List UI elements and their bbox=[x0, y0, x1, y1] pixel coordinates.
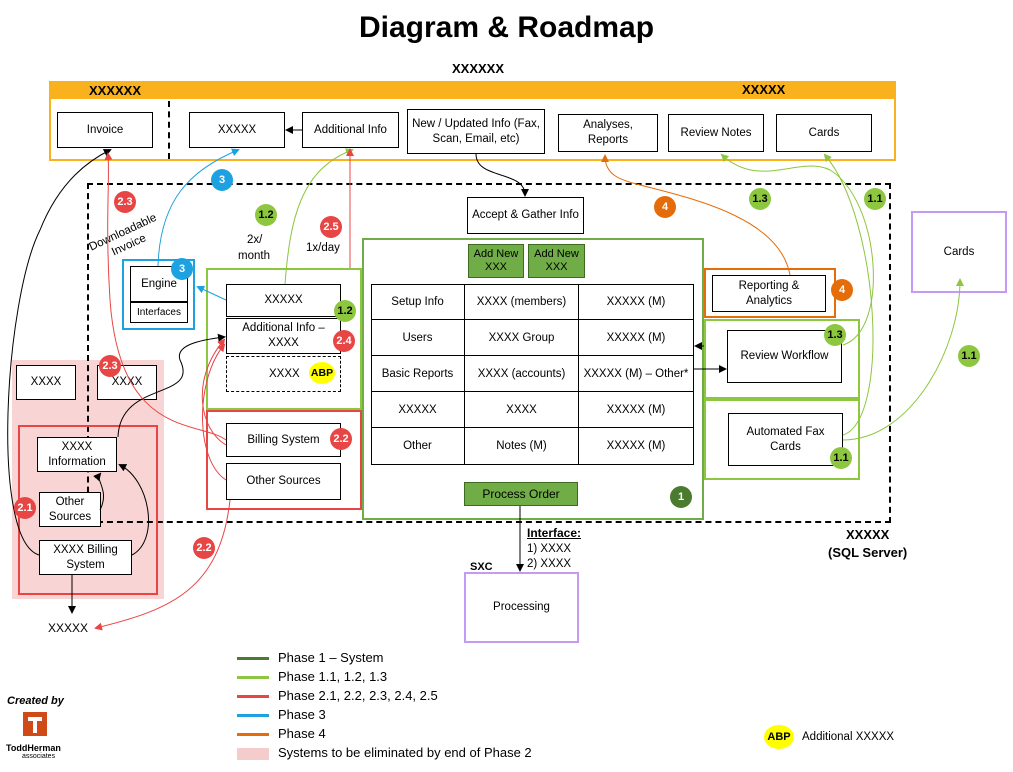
new-updated-info-box[interactable]: New / Updated Info (Fax, Scan, Email, et… bbox=[407, 109, 545, 154]
badge-1-1-top: 1.1 bbox=[864, 188, 886, 210]
badge-2-5: 2.5 bbox=[320, 216, 342, 238]
freq-2x: 2x/ bbox=[247, 234, 263, 246]
legend-label: Phase 1 – System bbox=[278, 650, 384, 665]
table-cell: Other bbox=[371, 428, 465, 465]
table-cell: Basic Reports bbox=[371, 356, 465, 392]
banner-left-label: XXXXXX bbox=[89, 83, 142, 98]
top-cards-box[interactable]: Cards bbox=[776, 114, 872, 152]
billing-left-box[interactable]: XXXX Billing System bbox=[39, 540, 132, 575]
badge-1-2-mid: 1.2 bbox=[334, 300, 356, 322]
badge-1-1-fax: 1.1 bbox=[830, 447, 852, 469]
table-cell: Notes (M) bbox=[465, 428, 579, 465]
badge-2-3-top: 2.3 bbox=[114, 191, 136, 213]
xxxx-eliminated-box[interactable]: XXXX bbox=[16, 365, 76, 400]
badge-2-4: 2.4 bbox=[333, 330, 355, 352]
freq-month: month bbox=[238, 250, 270, 262]
badge-1-1-right: 1.1 bbox=[958, 345, 980, 367]
table-cell: XXXX bbox=[465, 392, 579, 428]
top-banner-bar bbox=[49, 81, 896, 99]
system-boundary bbox=[87, 183, 891, 523]
table-cell: XXXXX (M) bbox=[579, 284, 694, 320]
analyses-reports-box[interactable]: Analyses, Reports bbox=[558, 114, 658, 152]
table-cell: XXXXX bbox=[371, 392, 465, 428]
xxxx-information-box[interactable]: XXXX Information bbox=[37, 437, 117, 472]
logo-subtext: associates bbox=[22, 753, 56, 760]
table-cell: XXXXX (M) bbox=[579, 392, 694, 428]
page-title: Diagram & Roadmap bbox=[358, 11, 655, 44]
badge-abp-mid: ABP bbox=[309, 362, 335, 384]
badge-3-top: 3 bbox=[211, 169, 233, 191]
table-cell: XXXXX (M) bbox=[579, 428, 694, 465]
legend-swatch bbox=[237, 695, 269, 698]
sql-label-1: XXXXX bbox=[846, 527, 890, 542]
xxxx-small-box-2[interactable]: XXXX bbox=[97, 365, 157, 400]
add-new-button-1[interactable]: Add New XXX bbox=[468, 244, 524, 278]
sxc-label: SXC bbox=[470, 561, 493, 573]
interfaces-box[interactable]: Interfaces bbox=[130, 302, 188, 323]
badge-phase-1: 1 bbox=[670, 486, 692, 508]
sql-label-2: (SQL Server) bbox=[828, 545, 908, 560]
abp-legend-label: Additional XXXXX bbox=[802, 731, 895, 743]
top-xxxxx-box[interactable]: XXXXX bbox=[189, 112, 285, 148]
mid-additional-info-box[interactable]: Additional Info – XXXX bbox=[226, 318, 341, 354]
table-cell: XXXXX (M) bbox=[579, 320, 694, 356]
interface-1: 1) XXXX bbox=[527, 543, 572, 555]
badge-2-2-bottom: 2.2 bbox=[193, 537, 215, 559]
table-cell: XXXX Group bbox=[465, 320, 579, 356]
table-cell: XXXXX (M) – Other* bbox=[579, 356, 694, 392]
interface-2: 2) XXXX bbox=[527, 558, 572, 570]
badge-1-3-top: 1.3 bbox=[749, 188, 771, 210]
legend-swatch bbox=[237, 748, 269, 760]
other-sources-mid-box[interactable]: Other Sources bbox=[226, 463, 341, 500]
billing-system-box[interactable]: Billing System bbox=[226, 423, 341, 457]
legend-swatch bbox=[237, 733, 269, 736]
process-order-button[interactable]: Process Order bbox=[464, 482, 578, 506]
logo-text: ToddHerman bbox=[6, 743, 61, 753]
invoice-box[interactable]: Invoice bbox=[57, 112, 153, 148]
table-cell: XXXX (accounts) bbox=[465, 356, 579, 392]
core-system-group bbox=[362, 238, 704, 520]
review-notes-box[interactable]: Review Notes bbox=[668, 114, 764, 152]
table-cell: Setup Info bbox=[371, 284, 465, 320]
badge-1-3-review: 1.3 bbox=[824, 324, 846, 346]
add-new-button-2[interactable]: Add New XXX bbox=[528, 244, 585, 278]
legend-label: Phase 2.1, 2.2, 2.3, 2.4, 2.5 bbox=[278, 688, 438, 703]
xxxxx-bottom-label: XXXXX bbox=[48, 621, 89, 635]
freq-1x-day: 1x/day bbox=[306, 242, 340, 254]
table-cell: XXXX (members) bbox=[465, 284, 579, 320]
company-logo bbox=[15, 712, 55, 744]
table-cell: Users bbox=[371, 320, 465, 356]
legend-label: Phase 3 bbox=[278, 707, 326, 722]
legend-swatch bbox=[237, 714, 269, 717]
banner-right-label: XXXXX bbox=[742, 82, 786, 97]
legend-label: Phase 4 bbox=[278, 726, 326, 741]
processing-box[interactable]: Processing bbox=[464, 572, 579, 643]
automated-fax-cards-box[interactable]: Automated Fax Cards bbox=[728, 413, 843, 466]
badge-4-reporting: 4 bbox=[831, 279, 853, 301]
accept-gather-box[interactable]: Accept & Gather Info bbox=[467, 197, 584, 234]
interface-label: Interface: bbox=[527, 526, 582, 540]
other-sources-left-box[interactable]: Other Sources bbox=[39, 492, 101, 527]
banner-divider bbox=[168, 101, 170, 159]
review-workflow-box[interactable]: Review Workflow bbox=[727, 330, 842, 383]
badge-2-2-billing: 2.2 bbox=[330, 428, 352, 450]
legend-label: Systems to be eliminated by end of Phase… bbox=[278, 745, 532, 760]
badge-4-top: 4 bbox=[654, 196, 676, 218]
external-cards-box[interactable]: Cards bbox=[911, 211, 1007, 293]
reporting-analytics-box[interactable]: Reporting & Analytics bbox=[712, 275, 826, 312]
badge-2-1: 2.1 bbox=[14, 497, 36, 519]
badge-3-engine: 3 bbox=[171, 258, 193, 280]
top-additional-info-box[interactable]: Additional Info bbox=[302, 112, 399, 148]
mid-xxxxx-box[interactable]: XXXXX bbox=[226, 284, 341, 317]
legend-label: Phase 1.1, 1.2, 1.3 bbox=[278, 669, 388, 684]
badge-1-2-top: 1.2 bbox=[255, 204, 277, 226]
legend-swatch bbox=[237, 676, 269, 679]
badge-abp-legend: ABP bbox=[764, 725, 794, 749]
badge-2-3-small: 2.3 bbox=[99, 355, 121, 377]
legend-swatch bbox=[237, 657, 269, 660]
core-table bbox=[371, 284, 694, 465]
banner-center-label: XXXXXX bbox=[452, 61, 505, 76]
created-by-label: Created by bbox=[7, 695, 64, 707]
